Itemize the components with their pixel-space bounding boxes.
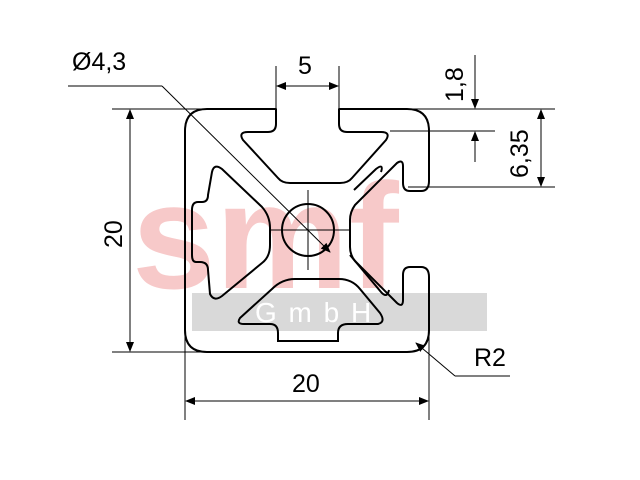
dim-width: 20 — [184, 330, 430, 420]
dim-corner-radius: R2 — [415, 342, 510, 377]
watermark-subtext: G m b H — [255, 297, 373, 328]
watermark-logo: smf — [132, 152, 400, 320]
width-label: 20 — [292, 370, 320, 398]
cavity-bottom — [237, 278, 384, 342]
watermark: smf G m b H — [132, 152, 487, 331]
corner-radius-label: R2 — [474, 344, 506, 372]
dim-slot-width: 5 — [275, 52, 340, 108]
height-label: 20 — [100, 220, 128, 248]
cavity-left — [191, 165, 271, 300]
cavity-right — [353, 165, 383, 191]
dim-height: 20 — [100, 108, 206, 353]
slot-depth-label: 6,35 — [506, 129, 534, 178]
slot-width-label: 5 — [298, 52, 312, 80]
cavity-right-lower — [349, 254, 390, 296]
dim-slot-depth: 6,35 — [408, 108, 555, 188]
wall-thickness-label: 1,8 — [441, 67, 469, 102]
hole-diameter-label: Ø4,3 — [72, 48, 126, 76]
dim-hole-diameter: Ø4,3 — [68, 48, 331, 253]
profile-outline — [184, 108, 430, 353]
